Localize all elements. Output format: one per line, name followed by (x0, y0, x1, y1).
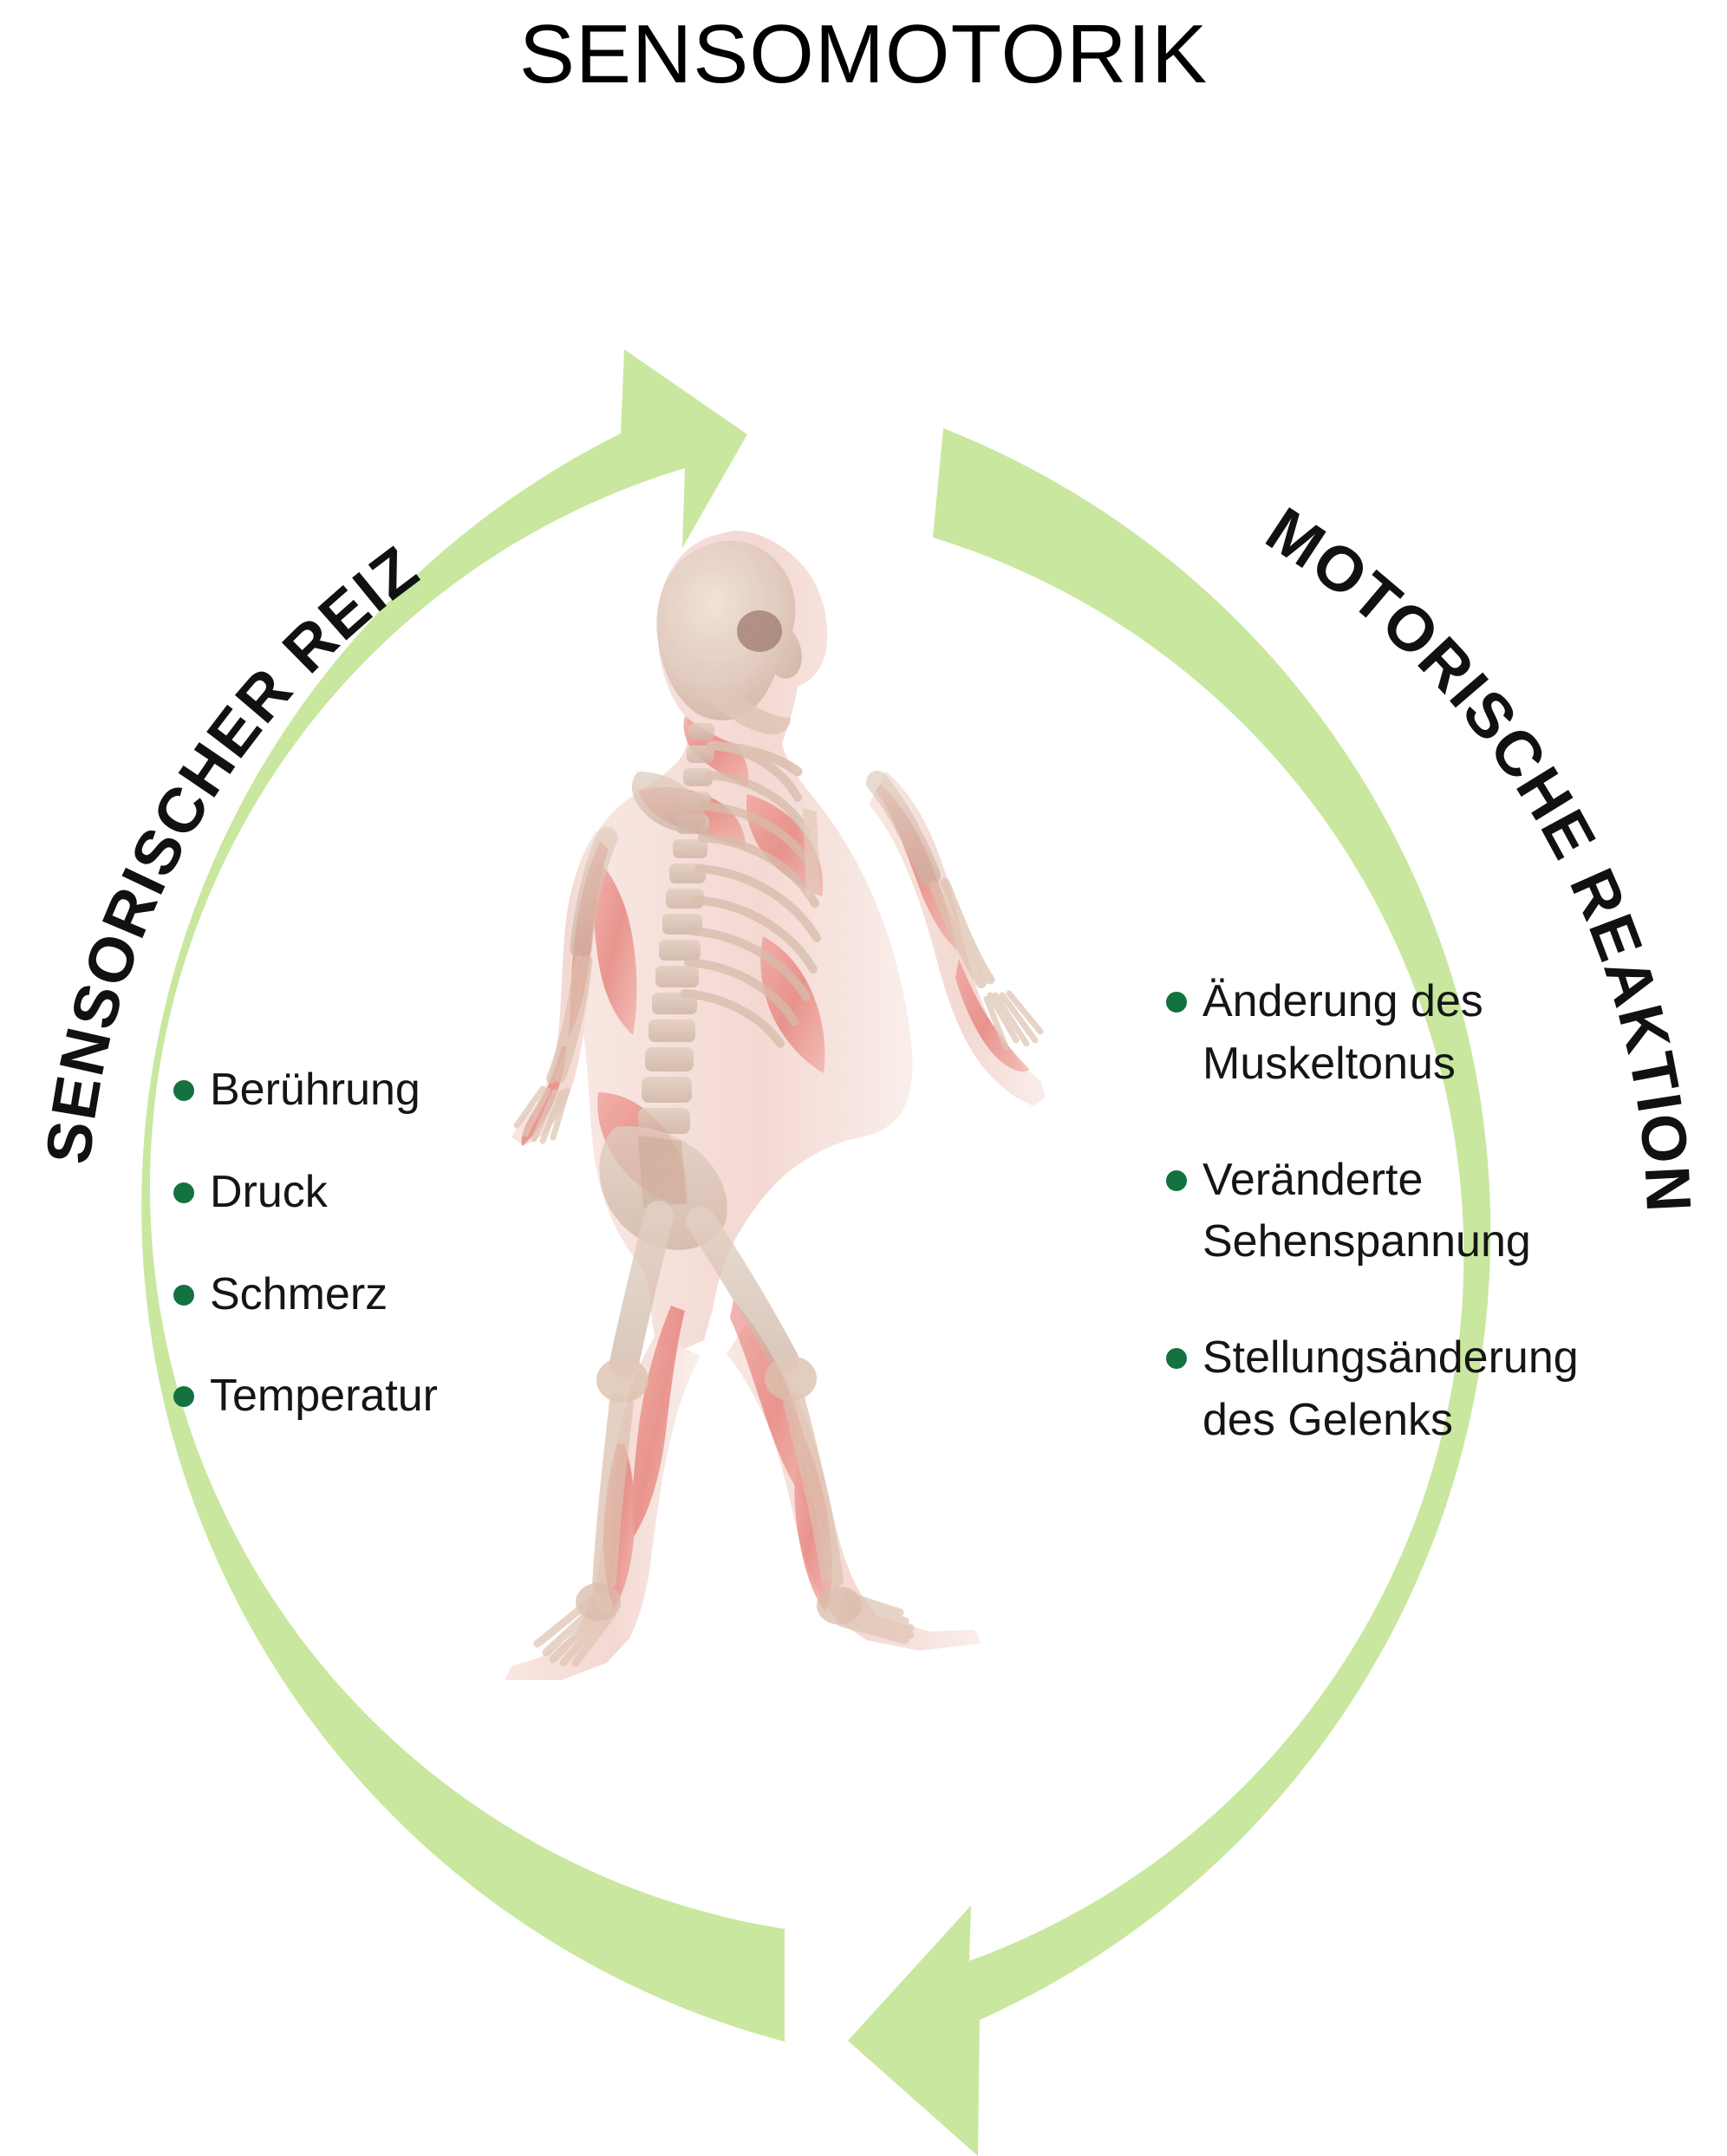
motor-response-list: Änderung des Muskeltonus Veränderte Sehe… (1166, 971, 1617, 1506)
list-item: Schmerz (173, 1264, 581, 1326)
bullet-dot-icon (173, 1080, 194, 1101)
right-arc-band (848, 428, 1491, 2156)
sensory-stimulus-list: Berührung Druck Schmerz Temperatur (173, 1059, 581, 1468)
humerus-left (570, 826, 618, 960)
list-item: Druck (173, 1162, 581, 1224)
list-item-label: Änderung des Muskeltonus (1202, 976, 1483, 1089)
list-item-label: Druck (210, 1166, 328, 1217)
list-item: Stellungsänderung des Gelenks (1166, 1327, 1617, 1452)
spine (638, 723, 714, 1134)
bullet-dot-icon (173, 1284, 194, 1306)
list-item: Berührung (173, 1059, 581, 1122)
sternum (803, 808, 820, 896)
list-item: Änderung des Muskeltonus (1166, 971, 1617, 1096)
page-title: SENSOMOTORIK (518, 8, 1209, 101)
walking-human-anatomy-illustration (505, 531, 1046, 1680)
motor-response-arc (848, 428, 1491, 2156)
skeleton-layer (513, 540, 1044, 1667)
humerus-right (866, 771, 941, 887)
knee-left (596, 1358, 648, 1403)
list-item-label: Veränderte Sehenspannung (1202, 1154, 1531, 1267)
list-item-label: Berührung (210, 1065, 420, 1115)
list-item: Veränderte Sehenspannung (1166, 1150, 1617, 1274)
list-item-label: Stellungsänderung des Gelenks (1202, 1332, 1579, 1445)
bullet-dot-icon (1166, 992, 1187, 1013)
anatomy-figure (486, 485, 1248, 1682)
list-item-label: Temperatur (210, 1371, 438, 1422)
knee-right (765, 1356, 817, 1401)
bullet-dot-icon (173, 1386, 194, 1408)
bullet-dot-icon (1166, 1169, 1187, 1191)
list-item: Temperatur (173, 1365, 581, 1428)
eye-socket (737, 610, 782, 652)
skull (656, 540, 802, 720)
list-item-label: Schmerz (210, 1268, 388, 1319)
jaw (702, 688, 791, 735)
bullet-dot-icon (1166, 1348, 1187, 1369)
ribcage (681, 741, 821, 1048)
skin-layer (505, 531, 1046, 1680)
femur-left (609, 1201, 674, 1378)
clavicle (706, 740, 803, 777)
bullet-dot-icon (173, 1182, 194, 1203)
scapula (631, 772, 707, 833)
femur-right (686, 1206, 798, 1374)
